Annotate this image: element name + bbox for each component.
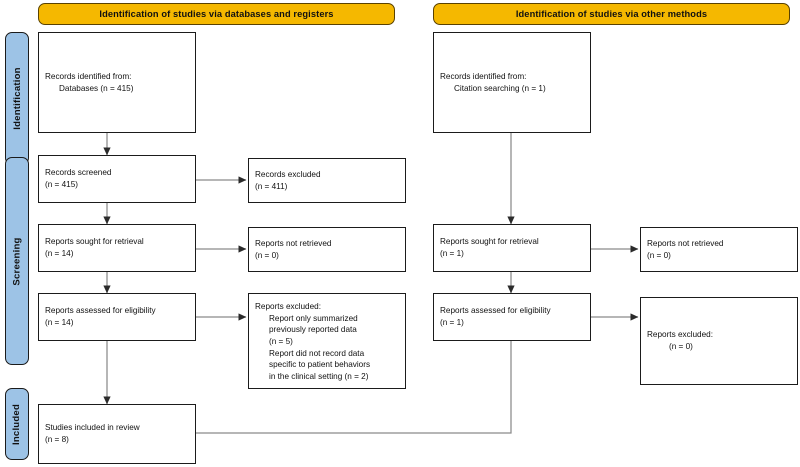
line: Databases (n = 415) — [59, 83, 134, 93]
line: (n = 0) — [255, 250, 279, 260]
line: Reports not retrieved — [647, 238, 724, 248]
box-records-identified-databases: Records identified from: Databases (n = … — [38, 32, 196, 133]
line: (n = 8) — [45, 435, 69, 444]
line: previously reported data — [269, 325, 357, 335]
stage-included-text: Included — [11, 403, 23, 445]
line: (n = 1) — [440, 318, 464, 327]
box-reports-not-retrieved-databases: Reports not retrieved (n = 0) — [248, 227, 406, 272]
line: (n = 0) — [647, 250, 671, 260]
stage-identification-text: Identification — [11, 67, 23, 130]
line: Records identified from: — [440, 71, 527, 81]
line: Reports assessed for eligibility — [440, 306, 551, 316]
line: (n = 0) — [669, 342, 693, 351]
box-records-screened: Records screened (n = 415) — [38, 155, 196, 203]
line: (n = 415) — [45, 180, 78, 189]
line: Studies included in review — [45, 423, 140, 433]
box-reports-not-retrieved-other: Reports not retrieved (n = 0) — [640, 227, 798, 272]
box-reports-sought-other: Reports sought for retrieval (n = 1) — [433, 224, 591, 272]
line: Citation searching (n = 1) — [454, 83, 546, 93]
line: Records excluded — [255, 169, 321, 179]
line: Reports sought for retrieval — [45, 237, 144, 247]
stage-label-identification: Identification — [5, 32, 29, 165]
box-reports-sought-databases: Reports sought for retrieval (n = 14) — [38, 224, 196, 272]
line: (n = 411) — [255, 181, 288, 191]
line: (n = 5) — [269, 336, 293, 346]
line: (n = 14) — [45, 318, 74, 327]
stage-screening-text: Screening — [11, 236, 23, 286]
header-other-label: Identification of studies via other meth… — [515, 9, 708, 19]
header-databases-and-registers: Identification of studies via databases … — [38, 3, 395, 25]
line: specific to patient behaviors — [269, 360, 371, 370]
box-records-identified-other: Records identified from: Citation search… — [433, 32, 591, 133]
box-studies-included: Studies included in review (n = 8) — [38, 404, 196, 464]
box-reports-excluded-databases: Reports excluded: Report only summarized… — [248, 293, 406, 389]
line: in the clinical setting (n = 2) — [269, 371, 369, 381]
box-records-excluded: Records excluded (n = 411) — [248, 158, 406, 203]
line: Reports excluded: — [647, 330, 713, 340]
header-databases-label: Identification of studies via databases … — [99, 9, 334, 19]
line: Reports assessed for eligibility — [45, 306, 156, 316]
line: Records screened — [45, 168, 112, 178]
line: Report only summarized — [269, 313, 358, 323]
line: Reports not retrieved — [255, 238, 332, 248]
line: Report did not record data — [269, 348, 365, 358]
line: Reports sought for retrieval — [440, 237, 539, 247]
line: (n = 1) — [440, 249, 464, 258]
stage-label-screening: Screening — [5, 157, 29, 365]
line: (n = 14) — [45, 249, 74, 258]
box-reports-assessed-databases: Reports assessed for eligibility (n = 14… — [38, 293, 196, 341]
stage-label-included: Included — [5, 388, 29, 460]
box-reports-assessed-other: Reports assessed for eligibility (n = 1) — [433, 293, 591, 341]
line: Reports excluded: — [255, 302, 321, 311]
header-other-methods: Identification of studies via other meth… — [433, 3, 790, 25]
box-reports-excluded-other: Reports excluded: (n = 0) — [640, 297, 798, 385]
line: Records identified from: — [45, 71, 132, 81]
